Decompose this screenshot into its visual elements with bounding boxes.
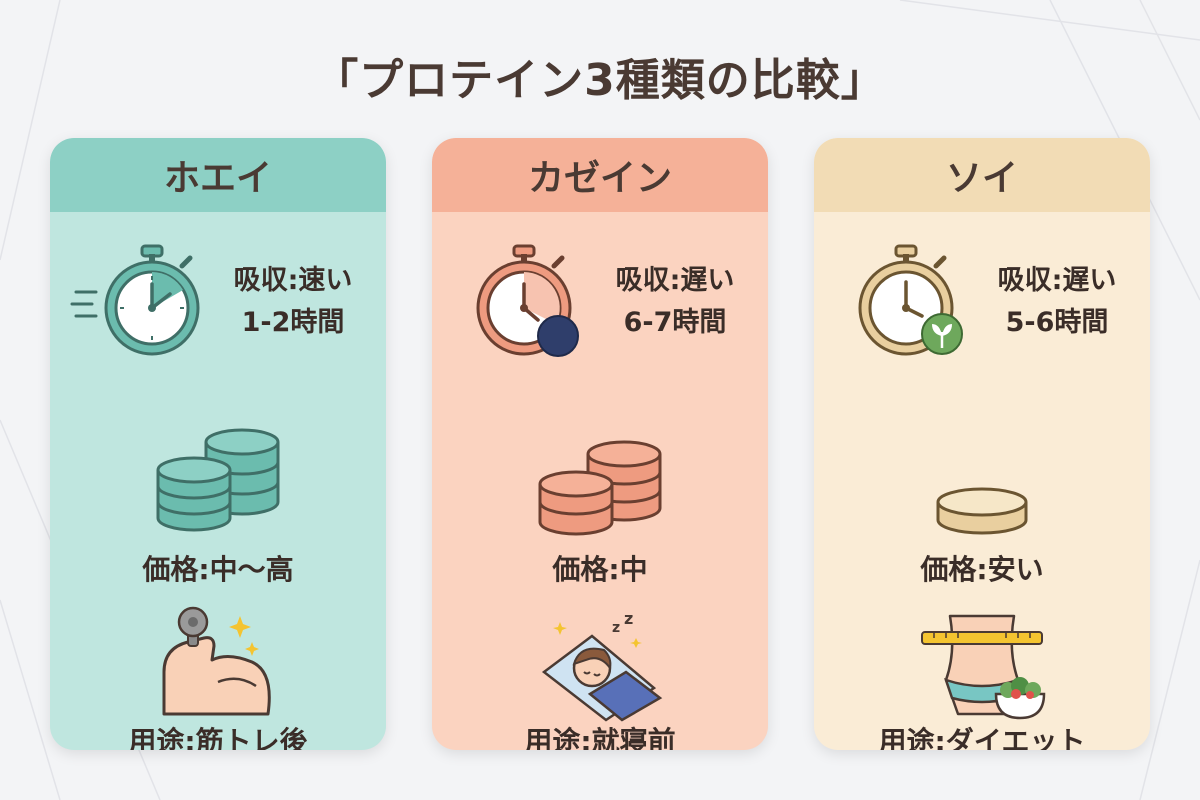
flexed-arm-dumbbell-icon bbox=[162, 606, 271, 716]
absorb-time: 6-7時間 bbox=[623, 307, 727, 338]
absorb-speed: 吸収:遅い bbox=[997, 265, 1117, 296]
card-header-casein: カゼイン bbox=[432, 138, 768, 212]
waist-measure-salad-icon bbox=[921, 614, 1046, 720]
stopwatch-leaf-icon bbox=[858, 244, 963, 356]
card-header-soy: ソイ bbox=[814, 138, 1150, 212]
price-text-casein: 価格:中 bbox=[552, 553, 648, 586]
absorb-speed: 吸収:遅い bbox=[615, 265, 735, 296]
single-coin-icon bbox=[936, 487, 1028, 535]
absorb-time: 1-2時間 bbox=[241, 307, 345, 338]
card-casein: カゼイン 吸収:遅い 6-7時間 bbox=[432, 138, 768, 750]
coin-stack-icon bbox=[156, 428, 280, 532]
svg-text:z: z bbox=[624, 609, 633, 628]
price-text-whey: 価格:中〜高 bbox=[142, 553, 294, 586]
card-soy: ソイ 吸収:遅い 5-6時間 価格 bbox=[814, 138, 1150, 750]
absorb-text-whey: 吸収:速い 1-2時間 bbox=[208, 260, 378, 344]
stopwatch-fast-icon bbox=[70, 244, 200, 356]
absorb-speed: 吸収:速い bbox=[233, 265, 353, 296]
coin-stack-icon bbox=[538, 440, 662, 536]
svg-text:z: z bbox=[612, 620, 620, 636]
price-text-soy: 価格:安い bbox=[920, 553, 1044, 586]
absorb-time: 5-6時間 bbox=[1005, 307, 1109, 338]
absorb-text-soy: 吸収:遅い 5-6時間 bbox=[972, 260, 1142, 344]
sleeping-person-icon: z z bbox=[541, 609, 663, 722]
page-title: 「プロテイン3種類の比較」 bbox=[314, 55, 886, 106]
use-text-casein: 用途:就寝前 bbox=[524, 725, 676, 750]
use-text-soy: 用途:ダイエット bbox=[878, 725, 1086, 750]
stopwatch-moon-icon bbox=[476, 244, 579, 357]
absorb-text-casein: 吸収:遅い 6-7時間 bbox=[590, 260, 760, 344]
card-whey: ホエイ 吸収:速い 1-2時間 bbox=[50, 138, 386, 750]
use-text-whey: 用途:筋トレ後 bbox=[128, 725, 308, 750]
card-header-whey: ホエイ bbox=[50, 138, 386, 212]
